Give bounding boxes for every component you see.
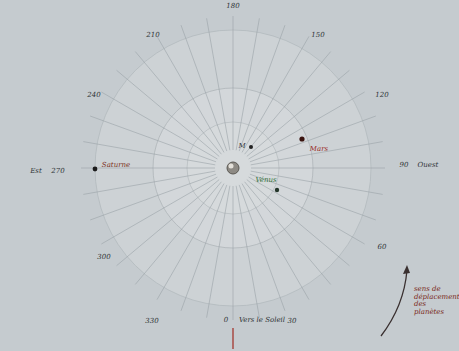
note-text: sens de déplacement des planètes xyxy=(414,286,454,317)
radial-line xyxy=(117,180,220,266)
radial-line xyxy=(181,25,227,151)
radial-line xyxy=(239,25,285,151)
degree-number: 0 xyxy=(224,317,228,325)
radial-line xyxy=(236,186,259,318)
degree-number: 30 xyxy=(288,318,297,326)
radial-line xyxy=(251,171,383,194)
degree-number: 210 xyxy=(146,32,159,40)
radial-line xyxy=(207,186,230,318)
planet-label: Mars xyxy=(310,146,328,154)
direction-label: Ouest xyxy=(418,162,439,170)
radial-line xyxy=(242,184,309,300)
radial-line xyxy=(90,174,216,220)
radial-line xyxy=(245,182,331,285)
planet-label: M xyxy=(238,143,245,151)
degree-number: 120 xyxy=(375,92,388,100)
radial-line xyxy=(117,70,220,156)
radial-line xyxy=(247,70,350,156)
radial-line xyxy=(207,18,230,150)
direction-label: Est xyxy=(30,168,42,176)
radial-line xyxy=(242,36,309,152)
radial-line xyxy=(83,171,215,194)
radial-line xyxy=(236,18,259,150)
radial-line xyxy=(245,52,331,155)
radial-line xyxy=(157,184,224,300)
planet-label: Saturne xyxy=(102,162,130,170)
radial-line xyxy=(90,116,216,162)
radial-line xyxy=(250,174,376,220)
degree-number: 270 xyxy=(51,168,64,176)
radial-line xyxy=(249,177,365,244)
radial-line xyxy=(251,168,385,169)
radial-line xyxy=(233,186,234,320)
radial-line xyxy=(135,52,221,155)
degree-number: 180 xyxy=(226,3,239,11)
degree-number: 330 xyxy=(145,318,158,326)
radial-line xyxy=(157,36,224,152)
radial-line xyxy=(101,92,217,159)
radial-line xyxy=(233,16,234,150)
degree-number: 240 xyxy=(87,92,100,100)
radial-line xyxy=(251,142,383,165)
radial-line xyxy=(101,177,217,244)
radial-line xyxy=(247,180,350,266)
radial-line xyxy=(181,185,227,311)
radial-line xyxy=(81,168,215,169)
radial-line xyxy=(239,185,285,311)
degree-number: 150 xyxy=(311,32,324,40)
degree-number: 300 xyxy=(97,254,110,262)
degree-number: 60 xyxy=(378,244,387,252)
radial-line xyxy=(250,116,376,162)
radial-line xyxy=(249,92,365,159)
direction-label: Vers le Soleil xyxy=(239,317,285,325)
radial-line xyxy=(135,182,221,285)
degree-number: 90 xyxy=(400,162,409,170)
planet-label: Vénus xyxy=(255,177,276,185)
